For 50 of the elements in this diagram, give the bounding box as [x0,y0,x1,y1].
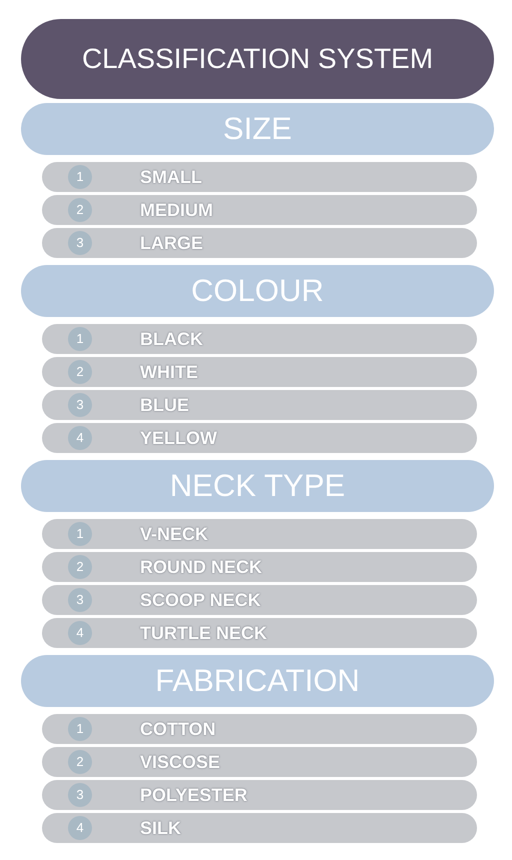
item-label: COTTON [140,718,216,741]
number-badge: 3 [68,588,92,612]
title-banner: CLASSIFICATION SYSTEM [21,19,494,99]
item-pill [42,618,477,648]
item-label: VISCOSE [140,751,220,774]
section-header: FABRICATION [21,655,494,707]
item-label: YELLOW [140,427,217,450]
item-label: BLUE [140,394,189,417]
item-pill [42,813,477,843]
item-pill [42,423,477,453]
item-pill [42,162,477,192]
section-header: COLOUR [21,265,494,317]
item-pill [42,552,477,582]
item-pill [42,195,477,225]
number-badge: 3 [68,783,92,807]
item-label: LARGE [140,232,203,255]
item-pill [42,714,477,744]
item-label: ROUND NECK [140,556,262,579]
item-pill [42,390,477,420]
item-label: SCOOP NECK [140,589,261,612]
number-badge: 4 [68,816,92,840]
item-label: SMALL [140,166,202,189]
item-label: TURTLE NECK [140,622,267,645]
item-label: SILK [140,817,182,840]
item-pill [42,228,477,258]
number-badge: 1 [68,165,92,189]
number-badge: 4 [68,621,92,645]
number-badge: 2 [68,360,92,384]
item-pill [42,324,477,354]
number-badge: 4 [68,426,92,450]
item-pill [42,357,477,387]
item-label: WHITE [140,361,198,384]
number-badge: 3 [68,231,92,255]
number-badge: 1 [68,327,92,351]
item-label: POLYESTER [140,784,248,807]
item-label: BLACK [140,328,203,351]
item-label: V-NECK [140,523,208,546]
item-pill [42,585,477,615]
number-badge: 2 [68,198,92,222]
number-badge: 2 [68,555,92,579]
number-badge: 3 [68,393,92,417]
number-badge: 2 [68,750,92,774]
item-pill [42,780,477,810]
number-badge: 1 [68,717,92,741]
section-header: NECK TYPE [21,460,494,512]
item-label: MEDIUM [140,199,213,222]
section-header: SIZE [21,103,494,155]
item-pill [42,519,477,549]
number-badge: 1 [68,522,92,546]
item-pill [42,747,477,777]
